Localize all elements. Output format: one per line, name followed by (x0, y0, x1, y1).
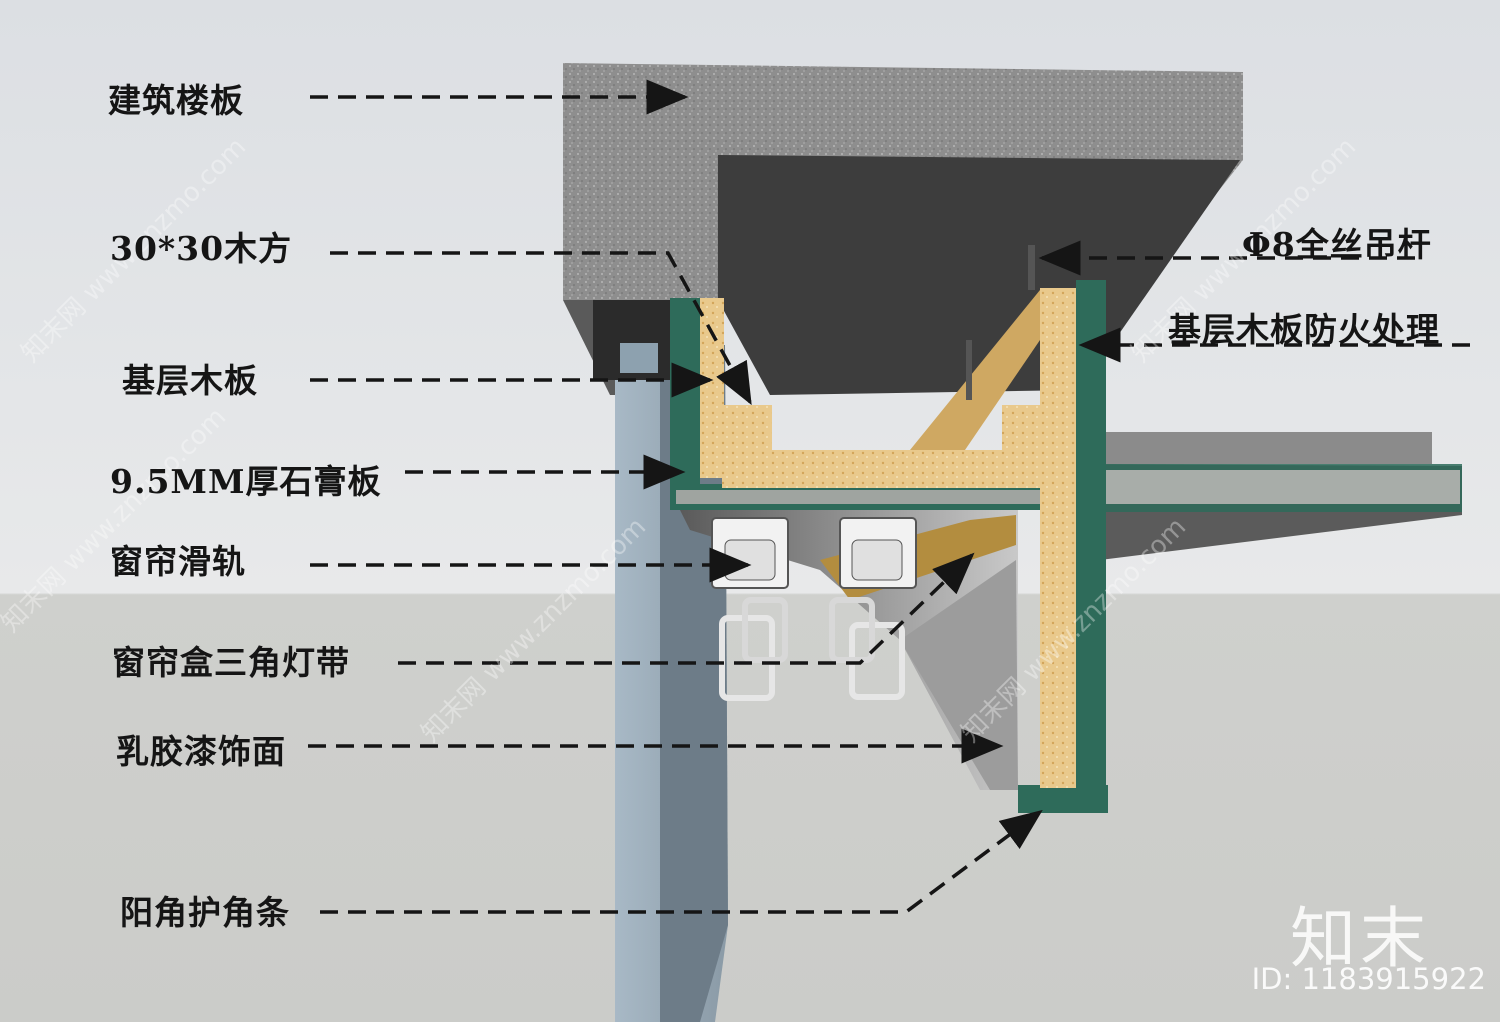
ceiling-extension (1080, 432, 1462, 560)
label-fireproof: 基层木板防火处理 (1168, 310, 1440, 349)
label-gypsum: 9.5MM厚石膏板 (110, 462, 382, 501)
threaded-rods (966, 245, 1035, 400)
gypsum-frame (670, 280, 1108, 813)
leader-lines (308, 79, 1470, 914)
image-id: ID: 1183915922 (1251, 962, 1486, 996)
leader-timber (330, 251, 752, 406)
label-base-board: 基层木板 (122, 361, 258, 400)
label-track: 窗帘滑轨 (110, 542, 246, 581)
label-timber: 30*30木方 (110, 229, 293, 268)
label-floor-slab: 建筑楼板 (108, 81, 244, 120)
label-light-strip: 窗帘盒三角灯带 (112, 643, 350, 682)
leader-light-strip (398, 552, 975, 665)
label-latex: 乳胶漆饰面 (116, 732, 286, 771)
label-rod: Φ8全丝吊杆 (1242, 225, 1432, 264)
label-corner-strip: 阳角护角条 (120, 893, 290, 932)
track-2 (829, 517, 917, 700)
brand-logo: 知末 (1290, 900, 1430, 977)
